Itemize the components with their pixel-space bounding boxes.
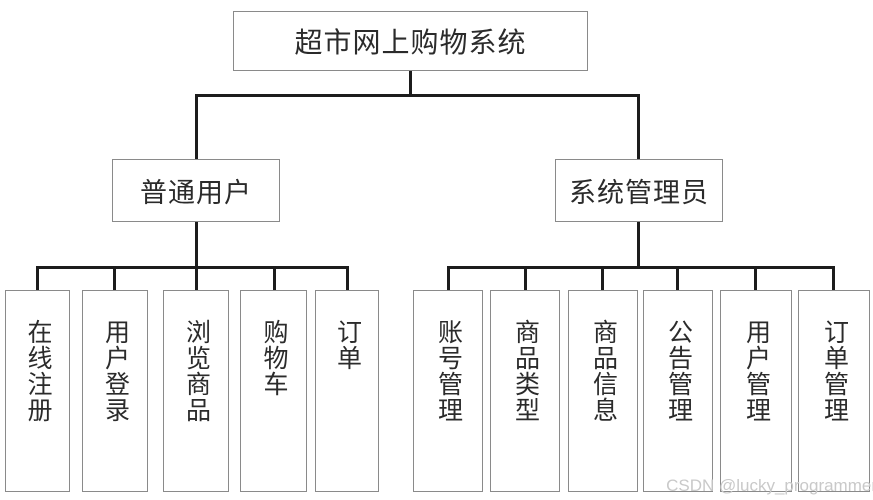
leaf-node-order: 订单 bbox=[315, 290, 379, 492]
leaf-node-shopping-cart: 购物车 bbox=[240, 290, 307, 492]
connector-level1-left-drop bbox=[195, 94, 198, 159]
leaf-node-user-management: 用户管理 bbox=[720, 290, 792, 492]
leaf-node-label: 订单 bbox=[333, 319, 361, 371]
root-node-system-title: 超市网上购物系统 bbox=[233, 11, 588, 71]
connector-level1-right-drop bbox=[637, 94, 640, 159]
branch-node-label: 普通用户 bbox=[140, 178, 252, 208]
leaf-node-goods-info: 商品信息 bbox=[568, 290, 638, 492]
leaf-node-label: 用户管理 bbox=[742, 319, 770, 423]
leaf-node-announcement-management: 公告管理 bbox=[643, 290, 713, 492]
connector-leaf-drop bbox=[524, 266, 527, 290]
leaf-node-label: 购物车 bbox=[260, 319, 287, 397]
leaf-node-label: 浏览商品 bbox=[182, 319, 210, 423]
branch-node-label: 系统管理员 bbox=[569, 178, 709, 208]
leaf-node-browse-goods: 浏览商品 bbox=[163, 290, 229, 492]
csdn-watermark: CSDN @lucky_programmer bbox=[666, 476, 873, 495]
connector-branch-right-rail bbox=[447, 266, 835, 269]
root-node-label: 超市网上购物系统 bbox=[294, 28, 527, 59]
connector-leaf-drop bbox=[36, 266, 39, 290]
connector-leaf-drop bbox=[273, 266, 276, 290]
connector-leaf-drop bbox=[601, 266, 604, 290]
connector-leaf-drop bbox=[346, 266, 349, 290]
leaf-node-user-login: 用户登录 bbox=[82, 290, 148, 492]
branch-node-system-admin: 系统管理员 bbox=[555, 159, 723, 222]
leaf-node-label: 订单管理 bbox=[820, 319, 848, 423]
connector-level1-rail bbox=[195, 94, 640, 97]
leaf-node-order-management: 订单管理 bbox=[798, 290, 870, 492]
leaf-node-label: 在线注册 bbox=[24, 319, 51, 423]
leaf-node-label: 用户登录 bbox=[101, 319, 129, 423]
connector-leaf-drop bbox=[113, 266, 116, 290]
connector-root-stub bbox=[409, 71, 412, 96]
connector-leaf-drop bbox=[447, 266, 450, 290]
leaf-node-label: 商品信息 bbox=[589, 319, 617, 423]
connector-branch-left-stub bbox=[195, 221, 198, 268]
leaf-node-label: 账号管理 bbox=[434, 319, 462, 423]
connector-branch-left-rail bbox=[36, 266, 349, 269]
connector-branch-right-stub bbox=[637, 221, 640, 268]
leaf-node-account-management: 账号管理 bbox=[413, 290, 483, 492]
leaf-node-label: 商品类型 bbox=[511, 319, 539, 423]
leaf-node-goods-type: 商品类型 bbox=[490, 290, 560, 492]
leaf-node-label: 公告管理 bbox=[664, 319, 692, 423]
connector-leaf-drop bbox=[676, 266, 679, 290]
connector-leaf-drop bbox=[832, 266, 835, 290]
leaf-node-online-register: 在线注册 bbox=[5, 290, 70, 492]
connector-leaf-drop bbox=[195, 266, 198, 290]
connector-leaf-drop bbox=[754, 266, 757, 290]
branch-node-normal-user: 普通用户 bbox=[112, 159, 280, 222]
